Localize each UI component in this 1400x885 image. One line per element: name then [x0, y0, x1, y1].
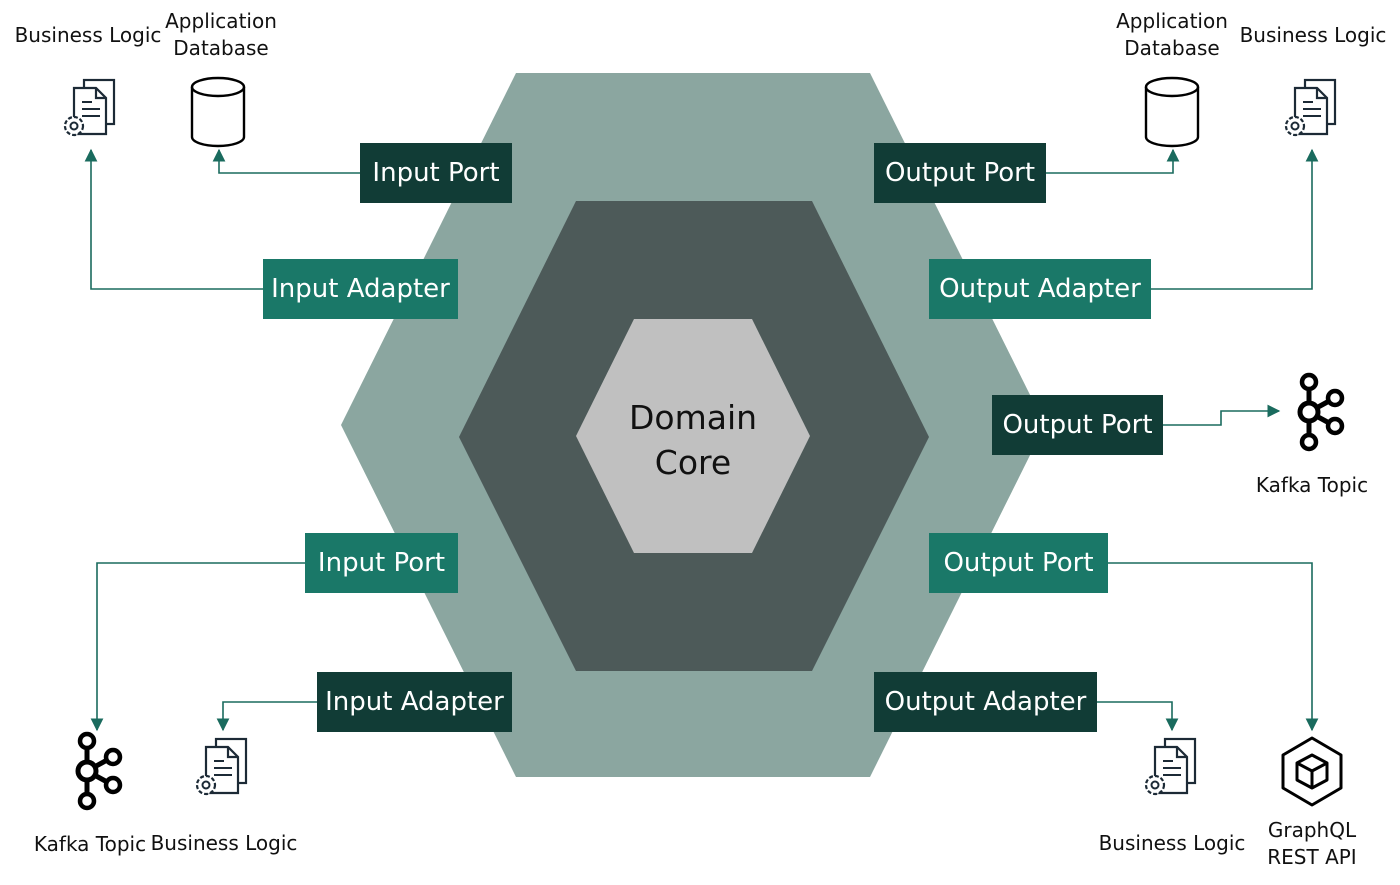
connector-output-port-to-kafka: [1163, 404, 1281, 426]
kafka-topic-right-label: Kafka Topic: [1255, 473, 1369, 497]
output-adapter-top-box: Output Adapter: [929, 259, 1151, 319]
database-icon: [190, 76, 246, 148]
database-top-left-line2: Database: [173, 36, 269, 60]
business-logic-icon: [1284, 78, 1337, 137]
graphql-rest-api-label: GraphQL REST API: [1252, 817, 1372, 871]
kafka-topic-bottom-left-label: Kafka Topic: [33, 832, 147, 856]
input-port-top-box: Input Port: [360, 143, 512, 203]
business-logic-icon: [195, 737, 248, 796]
business-logic-top-right-label: Business Logic: [1239, 23, 1387, 47]
input-adapter-bottom-box: Input Adapter: [317, 672, 512, 732]
connector-input-adapter-to-bl: [84, 148, 263, 290]
business-logic-bottom-left-label: Business Logic: [150, 831, 298, 855]
connector-output-port-to-db: [1046, 148, 1180, 174]
kafka-icon: [1300, 375, 1342, 449]
domain-core-line2: Core: [654, 443, 732, 482]
domain-core-line1: Domain: [628, 398, 758, 437]
connector-output-adapter-to-bl: [1097, 701, 1179, 732]
graphql-line: GraphQL: [1267, 818, 1357, 842]
input-adapter-top-box: Input Adapter: [263, 259, 458, 319]
output-port-lower-box: Output Port: [929, 533, 1108, 593]
output-port-top-box: Output Port: [874, 143, 1046, 203]
connector-input-port-to-kafka: [90, 562, 305, 732]
database-top-right-line2: Database: [1124, 36, 1220, 60]
database-icon: [1144, 76, 1200, 148]
rest-api-line: REST API: [1267, 845, 1357, 869]
connector-input-adapter-to-bl: [216, 701, 317, 732]
connector-output-port-to-api: [1108, 562, 1319, 732]
kafka-icon: [78, 734, 120, 808]
graphql-cube-icon: [1281, 736, 1343, 807]
output-port-mid-box: Output Port: [992, 395, 1163, 455]
database-top-left-label: Application Database: [150, 8, 292, 62]
business-logic-bottom-right-label: Business Logic: [1098, 831, 1246, 855]
database-top-left-line1: Application: [165, 9, 277, 33]
core-hexagon: [576, 319, 810, 553]
business-logic-icon: [63, 78, 116, 137]
database-top-right-label: Application Database: [1101, 8, 1243, 62]
business-logic-icon: [1144, 737, 1197, 796]
connector-output-adapter-to-bl: [1151, 148, 1319, 290]
connector-input-port-to-db: [212, 148, 360, 174]
output-adapter-bottom-box: Output Adapter: [874, 672, 1097, 732]
business-logic-top-left-label: Business Logic: [14, 23, 162, 47]
database-top-right-line1: Application: [1116, 9, 1228, 33]
input-port-bottom-box: Input Port: [305, 533, 458, 593]
domain-core-label: Domain Core: [576, 395, 810, 485]
